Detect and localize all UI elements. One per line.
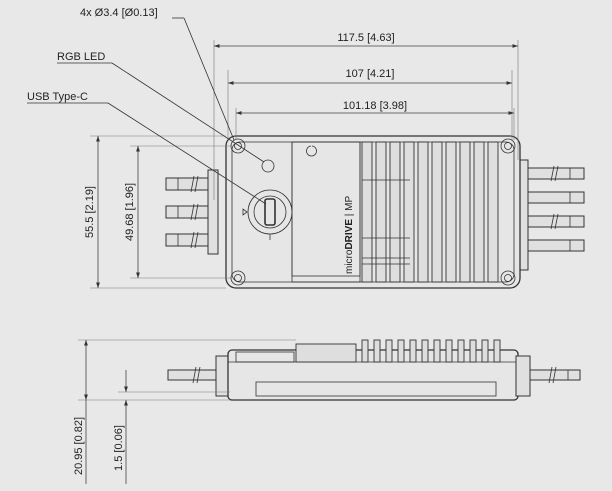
right-connectors [515, 159, 585, 271]
dim-overall-width: 55.5 [2.19] [84, 186, 96, 238]
callout-mounting-holes: 4x Ø3.4 [Ø0.13] [80, 7, 158, 19]
callout-rgb-led: RGB LED [57, 51, 105, 63]
side-fins [295, 339, 501, 363]
product-label: microDRIVE | MP [344, 195, 355, 274]
height-dimensions: 20.95 [0.82] 1.5 [0.06] [73, 339, 296, 484]
mounting-hole-icon [230, 138, 516, 286]
callout-usb: USB Type-C [27, 91, 88, 103]
left-connectors [165, 169, 219, 255]
callouts: 4x Ø3.4 [Ø0.13] RGB LED USB Type-C [27, 7, 267, 205]
dim-overall-length: 117.5 [4.63] [337, 32, 394, 44]
dim-overall-height: 20.95 [0.82] [73, 417, 85, 475]
top-dimensions: 117.5 [4.63] 107 [4.21] 101.18 [3.98] [213, 32, 519, 200]
brand-logo-icon [306, 145, 317, 157]
side-dimensions: 55.5 [2.19] 49.68 [1.96] [84, 135, 232, 289]
dim-hole-spacing-width: 49.68 [1.96] [124, 183, 136, 241]
dim-hole-spacing-length: 107 [4.21] [346, 68, 395, 80]
svg-text:microDRIVE | MP: microDRIVE | MP [344, 195, 355, 274]
dim-body-length: 101.18 [3.98] [343, 100, 407, 112]
top-view: microDRIVE | MP [165, 135, 585, 289]
heatsink-fins [361, 141, 499, 283]
dim-base-thickness: 1.5 [0.06] [113, 425, 125, 471]
rgb-led-icon [261, 159, 275, 173]
side-view [167, 339, 581, 401]
